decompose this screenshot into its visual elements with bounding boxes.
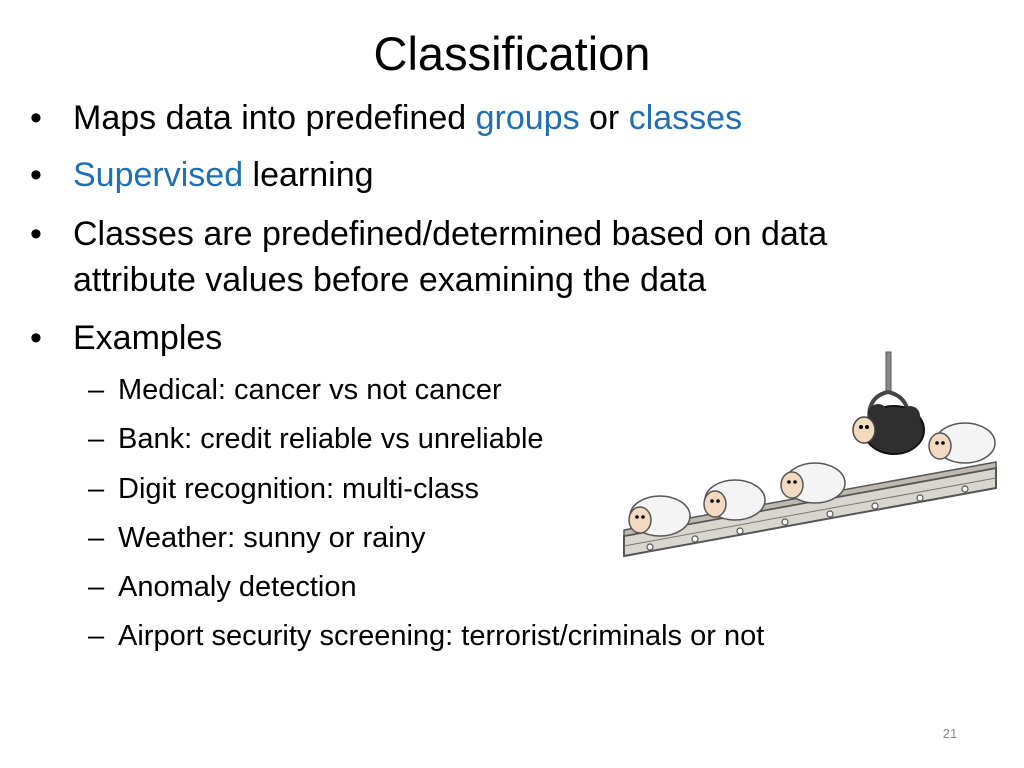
sheep-conveyor-illustration — [620, 348, 1000, 568]
dash-glyph: – — [88, 374, 105, 406]
sub-bullet-text: Medical: cancer vs not cancer — [118, 374, 502, 406]
white-sheep-icon — [628, 422, 996, 537]
bullet-text: Maps data into predefined groups or clas… — [73, 99, 743, 137]
bullet-text-line-2: attribute values before examining the da… — [73, 261, 707, 299]
sheep-conveyor-svg — [623, 351, 997, 558]
dash-glyph: – — [88, 473, 105, 505]
bullet-glyph: • — [30, 319, 42, 357]
bullet-glyph: • — [30, 156, 42, 194]
bullet-glyph: • — [30, 215, 42, 253]
bullet-glyph: • — [30, 99, 42, 137]
highlight-classes: classes — [628, 99, 743, 137]
dash-glyph: – — [88, 620, 105, 652]
bullet-text-line-1: Classes are predefined/determined based … — [73, 215, 828, 253]
highlight-supervised: Supervised — [73, 156, 244, 194]
dash-glyph: – — [88, 423, 105, 455]
slide-title: Classification — [373, 27, 651, 80]
highlight-groups: groups — [475, 99, 580, 137]
sub-bullet-text: Anomaly detection — [118, 571, 357, 603]
bullet-text: Supervised learning — [73, 156, 374, 194]
page-number: 21 — [942, 726, 958, 741]
black-sheep-icon — [852, 404, 925, 455]
dash-glyph: – — [88, 571, 105, 603]
sub-bullet-text: Airport security screening: terrorist/cr… — [118, 620, 765, 652]
bullet-text: Examples — [73, 319, 223, 357]
sub-bullet-text: Bank: credit reliable vs unreliable — [118, 423, 544, 455]
sub-bullet-text: Digit recognition: multi-class — [118, 473, 480, 505]
dash-glyph: – — [88, 522, 105, 554]
sub-bullet-text: Weather: sunny or rainy — [118, 522, 426, 554]
